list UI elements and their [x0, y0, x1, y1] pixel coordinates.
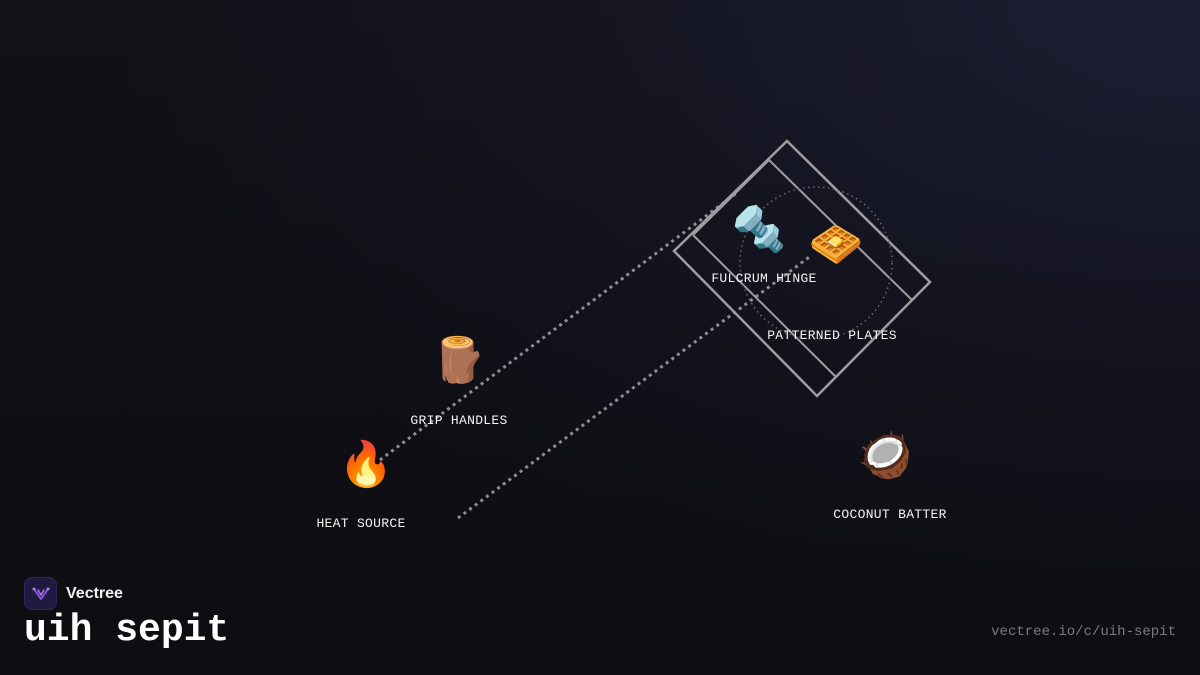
waffle-icon: 🧇 — [808, 219, 864, 270]
page-url[interactable]: vectree.io/c/uih-sepit — [991, 624, 1176, 640]
plate-edge-upper — [692, 159, 770, 236]
plate-edge-left — [692, 234, 837, 378]
handle-line-lower — [457, 253, 813, 520]
coconut-batter-label: COCONUT BATTER — [833, 507, 947, 522]
page-title: uih sepit — [24, 609, 230, 652]
press-head-outline — [672, 139, 932, 398]
patterned-plates-label: PATTERNED PLATES — [767, 328, 897, 343]
brand: Vectree — [24, 577, 123, 610]
plate-edge-right — [768, 159, 913, 301]
wood-log-icon: 🪵 — [431, 335, 487, 386]
fulcrum-hinge-label: FULCRUM HINGE — [711, 271, 817, 286]
fire-icon: 🔥 — [338, 439, 394, 490]
vectree-logo-mark — [32, 587, 49, 600]
heat-source-label: HEAT SOURCE — [316, 516, 406, 531]
vectree-logo-icon — [24, 577, 57, 610]
handle-line-upper — [379, 190, 739, 462]
brand-name: Vectree — [66, 584, 123, 602]
coconut-icon: 🥥 — [857, 430, 913, 481]
grip-handles-label: GRIP HANDLES — [410, 413, 508, 428]
plate-edge-lower — [835, 299, 913, 378]
nut-and-bolt-icon: 🔩 — [731, 204, 787, 255]
plate-pattern-circle — [739, 186, 893, 340]
